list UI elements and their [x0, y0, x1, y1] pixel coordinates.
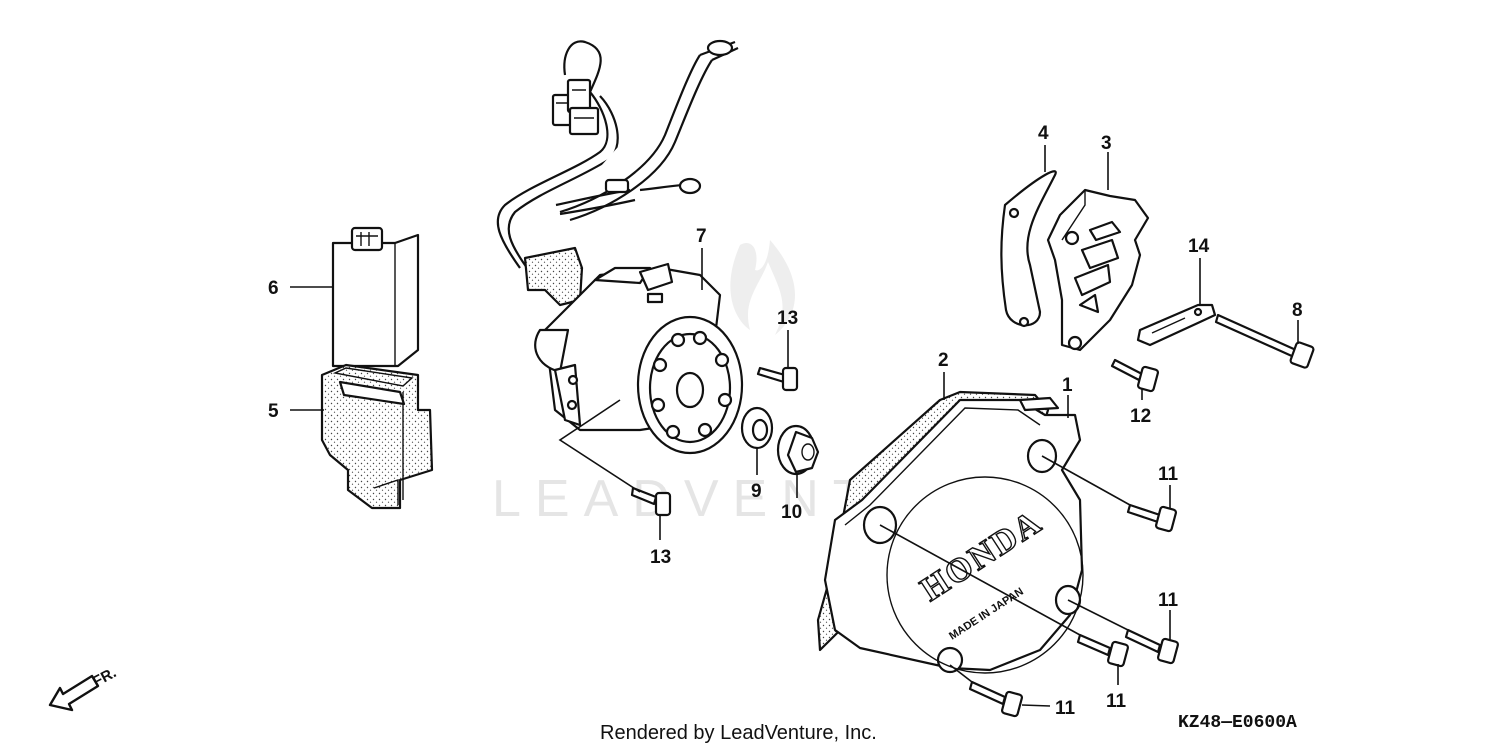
callout-8: 8: [1292, 300, 1303, 321]
callout-5: 5: [268, 401, 279, 422]
bolt-part-11-right[interactable]: [1124, 628, 1180, 665]
callout-13-upper: 13: [777, 308, 798, 329]
callout-11-middle: 11: [1106, 691, 1127, 712]
bracket-part-14[interactable]: [1136, 303, 1217, 347]
callout-11-upper: 11: [1158, 464, 1179, 485]
stator-harness-part-7[interactable]: [496, 39, 744, 455]
gasket-plate-part-4[interactable]: [1000, 170, 1057, 328]
front-direction-marker: FR.: [48, 664, 119, 712]
callout-3: 3: [1101, 133, 1112, 154]
bolt-part-8[interactable]: [1214, 313, 1315, 369]
sprocket-guard-part-3[interactable]: [1046, 188, 1150, 352]
callout-2: 2: [938, 350, 949, 371]
washer-part-9[interactable]: [740, 406, 774, 450]
bolt-part-11-upper[interactable]: [1126, 503, 1178, 533]
callout-13-lower: 13: [650, 547, 671, 568]
bolt-part-13-lower[interactable]: [630, 486, 672, 517]
diagram-code: KZ48—E0600A: [1178, 713, 1297, 733]
callout-10: 10: [781, 502, 802, 523]
bolt-part-11-middle[interactable]: [1076, 633, 1130, 668]
callout-11-lower: 11: [1055, 698, 1076, 719]
flange-nut-part-10[interactable]: [776, 424, 820, 476]
bolt-part-13-upper[interactable]: [756, 366, 799, 392]
cdi-unit-part-6[interactable]: [331, 226, 420, 368]
callout-9: 9: [751, 481, 762, 502]
front-direction-arrow-icon: [48, 674, 100, 712]
leader-lines: [290, 145, 1299, 707]
left-crankcase-cover-part-1[interactable]: HONDA MADE IN JAPAN: [823, 396, 1084, 674]
bolt-part-11-lower[interactable]: [968, 680, 1024, 718]
bolt-part-12[interactable]: [1110, 358, 1160, 393]
callout-12: 12: [1130, 406, 1151, 427]
callout-1: 1: [1062, 375, 1073, 396]
callout-6: 6: [268, 278, 279, 299]
callout-7: 7: [696, 226, 707, 247]
callout-14: 14: [1188, 236, 1210, 257]
rendered-by-credit: Rendered by LeadVenture, Inc.: [600, 722, 877, 744]
callout-11-right: 11: [1158, 590, 1179, 611]
cdi-rubber-mount-part-5[interactable]: [320, 363, 434, 510]
callout-4: 4: [1038, 123, 1049, 144]
callouts: 6 5 7 13 13 9 10 2 1 4 3 14 8 12 11 11 1…: [268, 123, 1303, 719]
